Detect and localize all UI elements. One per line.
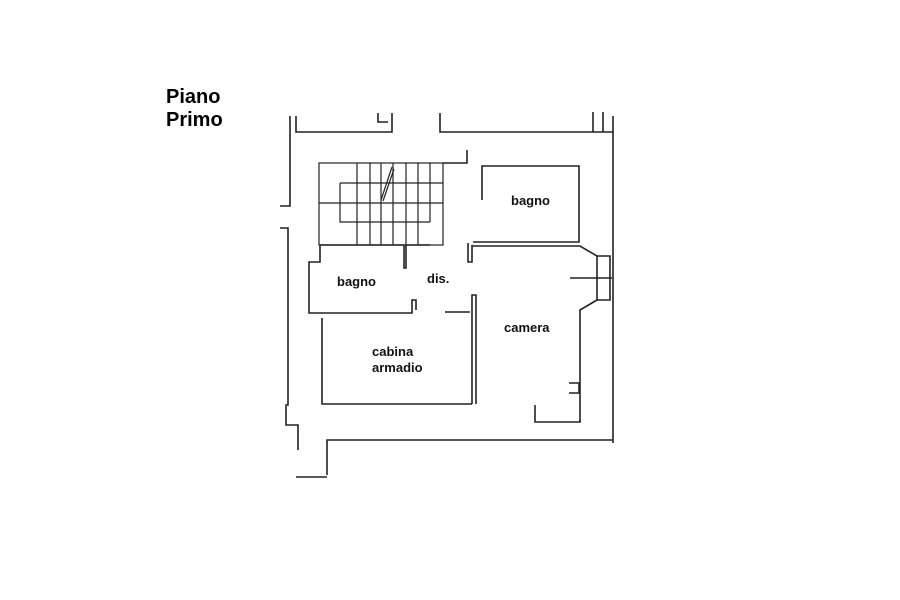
floor-title: Piano Primo (166, 86, 223, 132)
cabina-line1: cabina (372, 344, 414, 359)
room-label-camera: camera (504, 320, 550, 335)
room-label-bagno-left: bagno (337, 274, 376, 289)
room-label-disimpegno: dis. (427, 271, 450, 286)
floor-title-line2: Primo (166, 109, 223, 131)
stairs (318, 162, 444, 246)
floor-title-line1: Piano (166, 86, 221, 108)
inner-walls (308, 150, 612, 423)
cabina-line2: armadio (372, 360, 423, 375)
room-label-bagno-top: bagno (511, 193, 550, 208)
room-label-cabina-armadio: cabina armadio (372, 344, 423, 376)
outer-walls (280, 112, 614, 478)
